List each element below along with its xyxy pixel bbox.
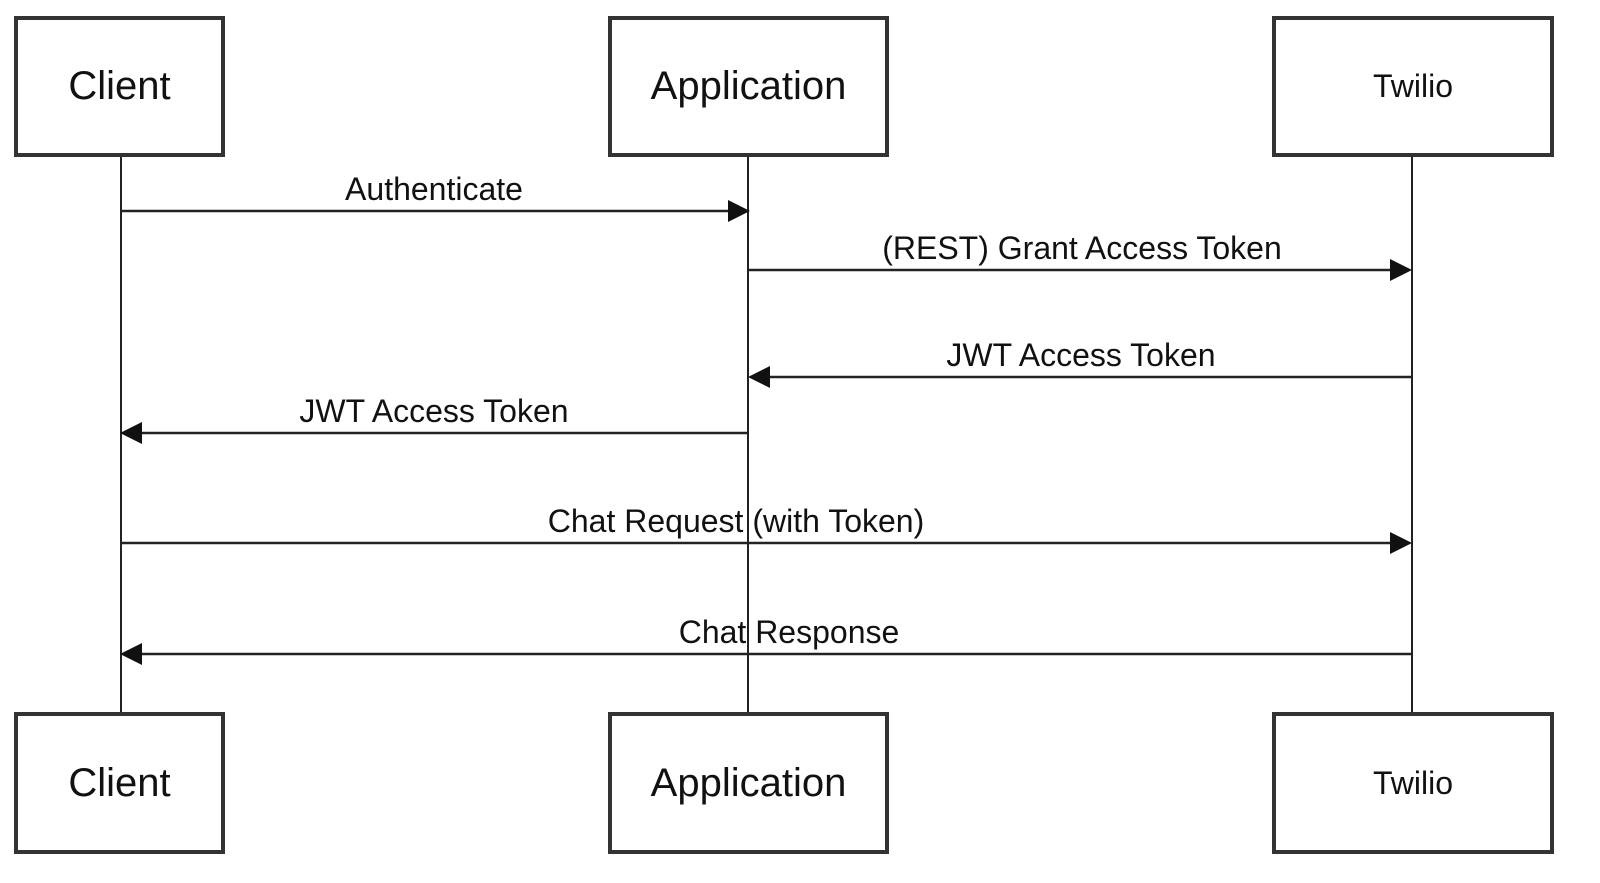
participant-twilio-top: Twilio — [1272, 16, 1554, 157]
arrowhead-right-icon — [1390, 259, 1412, 281]
message-label-authenticate: Authenticate — [345, 171, 523, 207]
lifeline-client — [120, 157, 122, 713]
participant-client-top: Client — [14, 16, 225, 157]
arrowhead-left-icon — [120, 643, 142, 665]
arrowhead-left-icon — [120, 422, 142, 444]
participant-client-label: Client — [68, 760, 171, 805]
participant-application-bottom: Application — [608, 712, 889, 854]
message-label-grant-token: (REST) Grant Access Token — [882, 230, 1282, 266]
arrowhead-right-icon — [1390, 532, 1412, 554]
lifeline-application — [747, 157, 749, 713]
message-label-chat-request: Chat Request (with Token) — [547, 503, 925, 539]
lifeline-twilio — [1411, 157, 1413, 713]
participant-twilio-label: Twilio — [1372, 764, 1453, 801]
arrowhead-left-icon — [748, 366, 770, 388]
participant-client-label: Client — [68, 64, 171, 108]
participant-application-label: Application — [650, 64, 847, 108]
participant-client-bottom: Client — [14, 712, 225, 854]
message-label-jwt-to-client: JWT Access Token — [299, 393, 569, 429]
participant-twilio-bottom: Twilio — [1272, 712, 1554, 854]
arrowhead-right-icon — [728, 200, 750, 222]
participant-application-top: Application — [608, 16, 889, 157]
participant-twilio-label: Twilio — [1372, 68, 1453, 104]
participant-application-label: Application — [650, 760, 847, 805]
message-label-jwt-to-app: JWT Access Token — [946, 337, 1216, 373]
message-label-chat-response: Chat Response — [678, 614, 900, 650]
